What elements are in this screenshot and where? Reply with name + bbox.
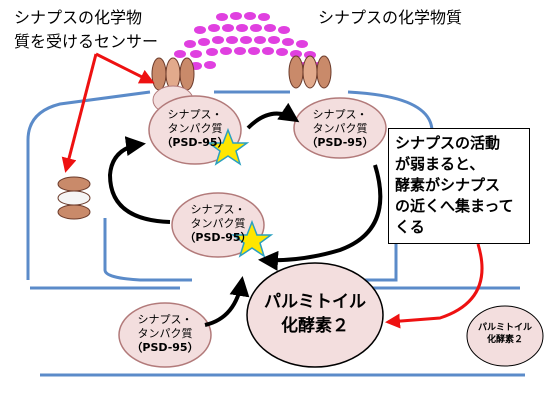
- protein-line1: シナプス・: [312, 108, 368, 121]
- cycle-arrows: [107, 102, 383, 327]
- protein-line1: シナプス・: [137, 313, 193, 326]
- receptor-icon: [288, 55, 332, 89]
- enzyme-small-label: パルミトイル 化酵素２: [470, 322, 540, 346]
- palmitoyl-enzyme: [246, 262, 384, 368]
- protein-line2: タンパク質: [312, 122, 368, 135]
- protein-line2: タンパク質: [190, 217, 246, 230]
- protein-label-top-left: シナプス・ タンパク質 （PSD-95）: [155, 108, 235, 150]
- protein-line3: （PSD-95）: [306, 136, 374, 149]
- enzyme-small-line1: パルミトイル: [477, 323, 532, 333]
- activity-note: シナプスの活動 が弱まると、 酵素がシナプス の近くへ集まって くる: [388, 128, 530, 244]
- protein-label-bottom: シナプス・ タンパク質 （PSD-95）: [125, 313, 205, 355]
- palmitoyl-enzyme-small: [466, 305, 544, 367]
- protein-label-top-right: シナプス・ タンパク質 （PSD-95）: [300, 108, 380, 150]
- red-arrows: [61, 52, 484, 329]
- note-line5: くる: [395, 218, 425, 236]
- protein-pill-top-right: [293, 97, 387, 159]
- note-line2: が弱まると、: [395, 155, 485, 173]
- protein-pill-bottom: [118, 302, 212, 368]
- sensor-label-line1: シナプスの化学物: [14, 8, 143, 27]
- chemical-dots: [174, 12, 324, 70]
- note-line1: シナプスの活動: [395, 134, 501, 152]
- star-icon: [206, 127, 250, 166]
- sensor-label: シナプスの化学物 質を受けるセンサー: [14, 6, 204, 54]
- protein-line3: （PSD-95）: [161, 136, 229, 149]
- protein-line1: シナプス・: [167, 108, 223, 121]
- chemical-label: シナプスの化学物質: [318, 8, 463, 27]
- sensor-label-line2: 質を受けるセンサー: [14, 32, 159, 51]
- star-icon: [230, 219, 274, 258]
- enzyme-label: パルミトイル 化酵素２: [250, 290, 380, 338]
- protein-line1: シナプス・: [190, 203, 246, 216]
- cell-membrane: [26, 90, 525, 377]
- protein-label-middle: シナプス・ タンパク質 （PSD-95）: [178, 203, 258, 245]
- protein-line2: タンパク質: [167, 122, 223, 135]
- enzyme-line1: パルミトイル: [264, 292, 366, 312]
- protein-line2: タンパク質: [137, 327, 193, 340]
- enzyme-small-line2: 化酵素２: [486, 335, 523, 345]
- protein-line3: （PSD-95）: [131, 341, 199, 354]
- protein-line3: （PSD-95）: [184, 231, 252, 244]
- note-line4: の近くへ集まって: [395, 197, 514, 215]
- note-line3: 酵素がシナプス: [395, 176, 501, 194]
- receptor-icon: [57, 176, 91, 220]
- enzyme-line2: 化酵素２: [281, 316, 349, 336]
